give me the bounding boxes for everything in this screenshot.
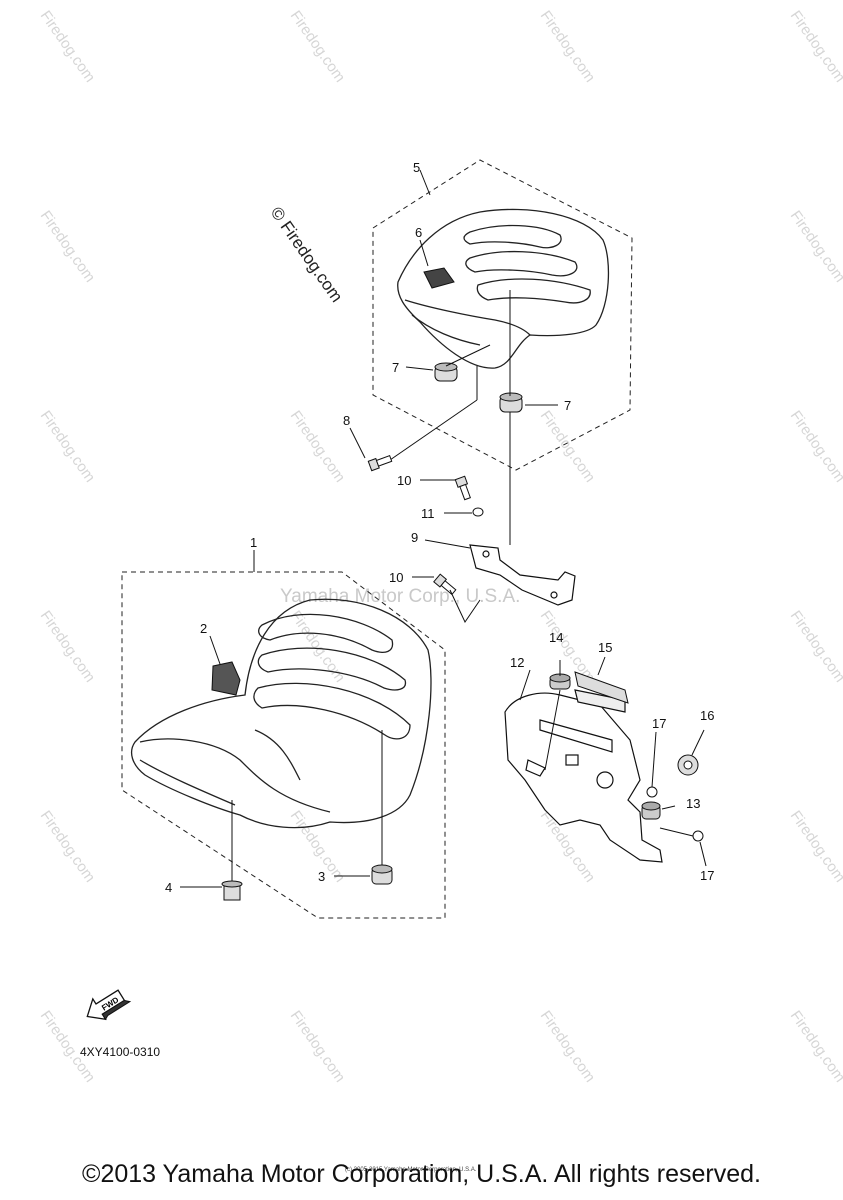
grommet-14 xyxy=(549,673,571,690)
firedog-watermark: Firedog.com xyxy=(537,8,599,86)
passenger-leader-lines xyxy=(389,290,511,545)
callout-12: 12 xyxy=(510,655,524,670)
fwd-arrow-icon: FWD xyxy=(86,989,132,1021)
callout-14: 14 xyxy=(549,630,563,645)
strip-15 xyxy=(574,671,629,704)
damper-3 xyxy=(371,864,393,885)
callout-2: 2 xyxy=(200,621,207,636)
callout-11: 11 xyxy=(421,506,435,521)
callout-13: 13 xyxy=(686,796,700,811)
callout-1: 1 xyxy=(250,535,257,550)
callout-8: 8 xyxy=(343,413,350,428)
firedog-watermark: Firedog.com xyxy=(787,208,843,286)
screw-17b xyxy=(692,830,704,842)
main-seat-drawing xyxy=(131,598,432,829)
firedog-watermark: Firedog.com xyxy=(537,408,599,486)
bolt-8 xyxy=(367,455,393,472)
callout-7a: 7 xyxy=(392,360,399,375)
passenger-seat-drawing xyxy=(397,208,610,369)
main-seat-group-outline xyxy=(121,571,446,919)
grommet-13 xyxy=(641,801,661,820)
grommet-16 xyxy=(677,754,699,776)
callout-10b: 10 xyxy=(389,570,403,585)
callout-3: 3 xyxy=(318,869,325,884)
bracket-9 xyxy=(469,544,576,606)
callout-16: 16 xyxy=(700,708,714,723)
screw-17a xyxy=(646,786,658,798)
callout-6: 6 xyxy=(415,225,422,240)
diagram-code: 4XY4100-0310 xyxy=(80,1045,160,1059)
firedog-watermark: Firedog.com xyxy=(287,1008,349,1086)
yamaha-center-watermark: Yamaha Motor Corp., U.S.A. xyxy=(280,586,520,607)
callout-7b: 7 xyxy=(564,398,571,413)
firedog-watermark: Firedog.com xyxy=(287,408,349,486)
bolt-10-lower-leader xyxy=(449,589,481,624)
firedog-watermark: Firedog.com xyxy=(787,608,843,686)
firedog-watermark: Firedog.com xyxy=(37,408,99,486)
firedog-watermark: Firedog.com xyxy=(37,8,99,86)
firedog-watermark: Firedog.com xyxy=(537,608,599,686)
main-seat-leader-lines xyxy=(231,730,383,882)
collar-4 xyxy=(221,880,243,901)
callout-4: 4 xyxy=(165,880,172,895)
callout-9: 9 xyxy=(411,530,418,545)
callout-leaders xyxy=(180,169,558,888)
firedog-watermark: Firedog.com xyxy=(787,1008,843,1086)
damper-bushing-7a xyxy=(434,362,458,382)
damper-bushing-7b xyxy=(499,392,523,413)
bracket-leader-lines xyxy=(519,656,707,867)
callout-5: 5 xyxy=(413,160,420,175)
seat-bracket-12 xyxy=(504,689,663,863)
copyright-footer: ©2013 Yamaha Motor Corporation, U.S.A. A… xyxy=(82,1160,761,1188)
firedog-watermark: Firedog.com xyxy=(787,8,843,86)
firedog-watermark: Firedog.com xyxy=(787,808,843,886)
firedog-watermark: Firedog.com xyxy=(37,808,99,886)
callout-10a: 10 xyxy=(397,473,411,488)
washer-11 xyxy=(472,507,484,517)
firedog-watermark: Firedog.com xyxy=(37,608,99,686)
firedog-watermark: Firedog.com xyxy=(787,408,843,486)
passenger-seat-group-outline xyxy=(372,159,633,471)
passenger-seat-label-tag xyxy=(423,267,455,289)
callout-17b: 17 xyxy=(700,868,714,883)
main-seat-label-tag xyxy=(211,661,241,696)
callout-17a: 17 xyxy=(652,716,666,731)
firedog-watermark: Firedog.com xyxy=(287,8,349,86)
callout-15: 15 xyxy=(598,640,612,655)
bolt-10-lower xyxy=(433,573,457,596)
small-copyright: (c) 2005-2015 Yamaha Motor Corporation, … xyxy=(345,1167,477,1173)
firedog-main-watermark: © Firedog.com xyxy=(267,203,347,305)
firedog-watermark: Firedog.com xyxy=(287,608,349,686)
firedog-watermark: Firedog.com xyxy=(537,1008,599,1086)
firedog-watermark: Firedog.com xyxy=(37,208,99,286)
bolt-10-upper xyxy=(454,475,471,501)
